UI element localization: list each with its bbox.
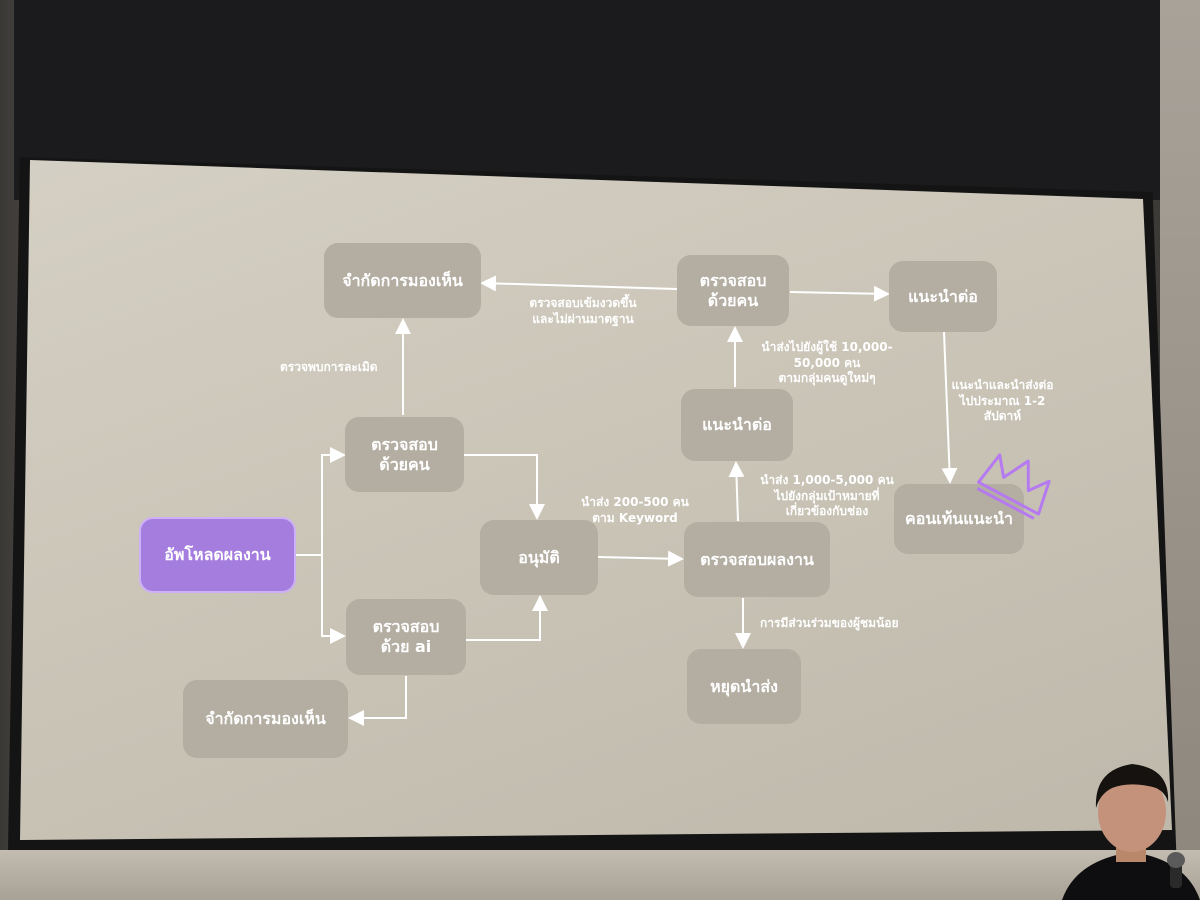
stop-promotion-node: หยุดนำส่ง (687, 649, 801, 724)
label-send-10000-50000: นำส่งไปยังผู้ใช้ 10,000- 50,000 คน ตามกล… (761, 340, 893, 386)
edge-ai-to-restrict (348, 676, 407, 726)
edge-check-human-to-recommend (789, 285, 890, 302)
label-send-200-500: นำส่ง 200-500 คน ตาม Keyword (581, 495, 689, 525)
label-violation-found: ตรวจพบการละเมิด (280, 360, 378, 374)
check-by-human-node-left: ตรวจสอบ ด้วยคน (345, 417, 464, 492)
edge-approve-to-performance (597, 550, 684, 567)
check-by-ai-node: ตรวจสอบ ด้วย ai (346, 599, 466, 675)
speaker-person (1062, 764, 1200, 900)
edge-performance-to-recommend (728, 461, 745, 522)
recommend-node-top: แนะนำต่อ (889, 261, 997, 332)
check-by-human-node-right: ตรวจสอบ ด้วยคน (677, 255, 789, 326)
recommend-node-mid: แนะนำต่อ (681, 389, 793, 461)
check-performance-node: ตรวจสอบผลงาน (684, 522, 830, 597)
floor-strip (0, 850, 1200, 900)
edge-human-to-approve (464, 454, 545, 520)
crown-icon (976, 453, 1051, 520)
label-recommend-1-2-weeks: แนะนำและนำส่งต่อ ไปประมาณ 1-2 สัปดาห์ (951, 378, 1054, 424)
recommended-content-node: คอนเท้นแนะนำ (894, 484, 1024, 554)
edge-to-check-ai (321, 555, 346, 644)
label-low-engagement: การมีส่วนร่วมของผู้ชมน้อย (760, 616, 899, 630)
edge-ai-to-approve (466, 595, 548, 641)
edge-check-human-to-restrict (480, 275, 678, 292)
restrict-visibility-node-top: จำกัดการมองเห็น (324, 243, 481, 318)
restrict-visibility-node-bottom: จำกัดการมองเห็น (183, 680, 348, 758)
edge-recommend-to-content (941, 331, 958, 484)
label-send-1000-5000: นำส่ง 1,000-5,000 คน ไปยังกลุ่มเป้าหมายท… (760, 473, 894, 519)
label-stricter-check-fail: ตรวจสอบเข้มงวดขึ้น และไม่ผ่านมาตฐาน (529, 296, 637, 326)
upload-node: อัพโหลดผลงาน (139, 517, 296, 593)
approve-node: อนุมัติ (480, 520, 598, 595)
edge-to-check-human-left (321, 447, 346, 555)
